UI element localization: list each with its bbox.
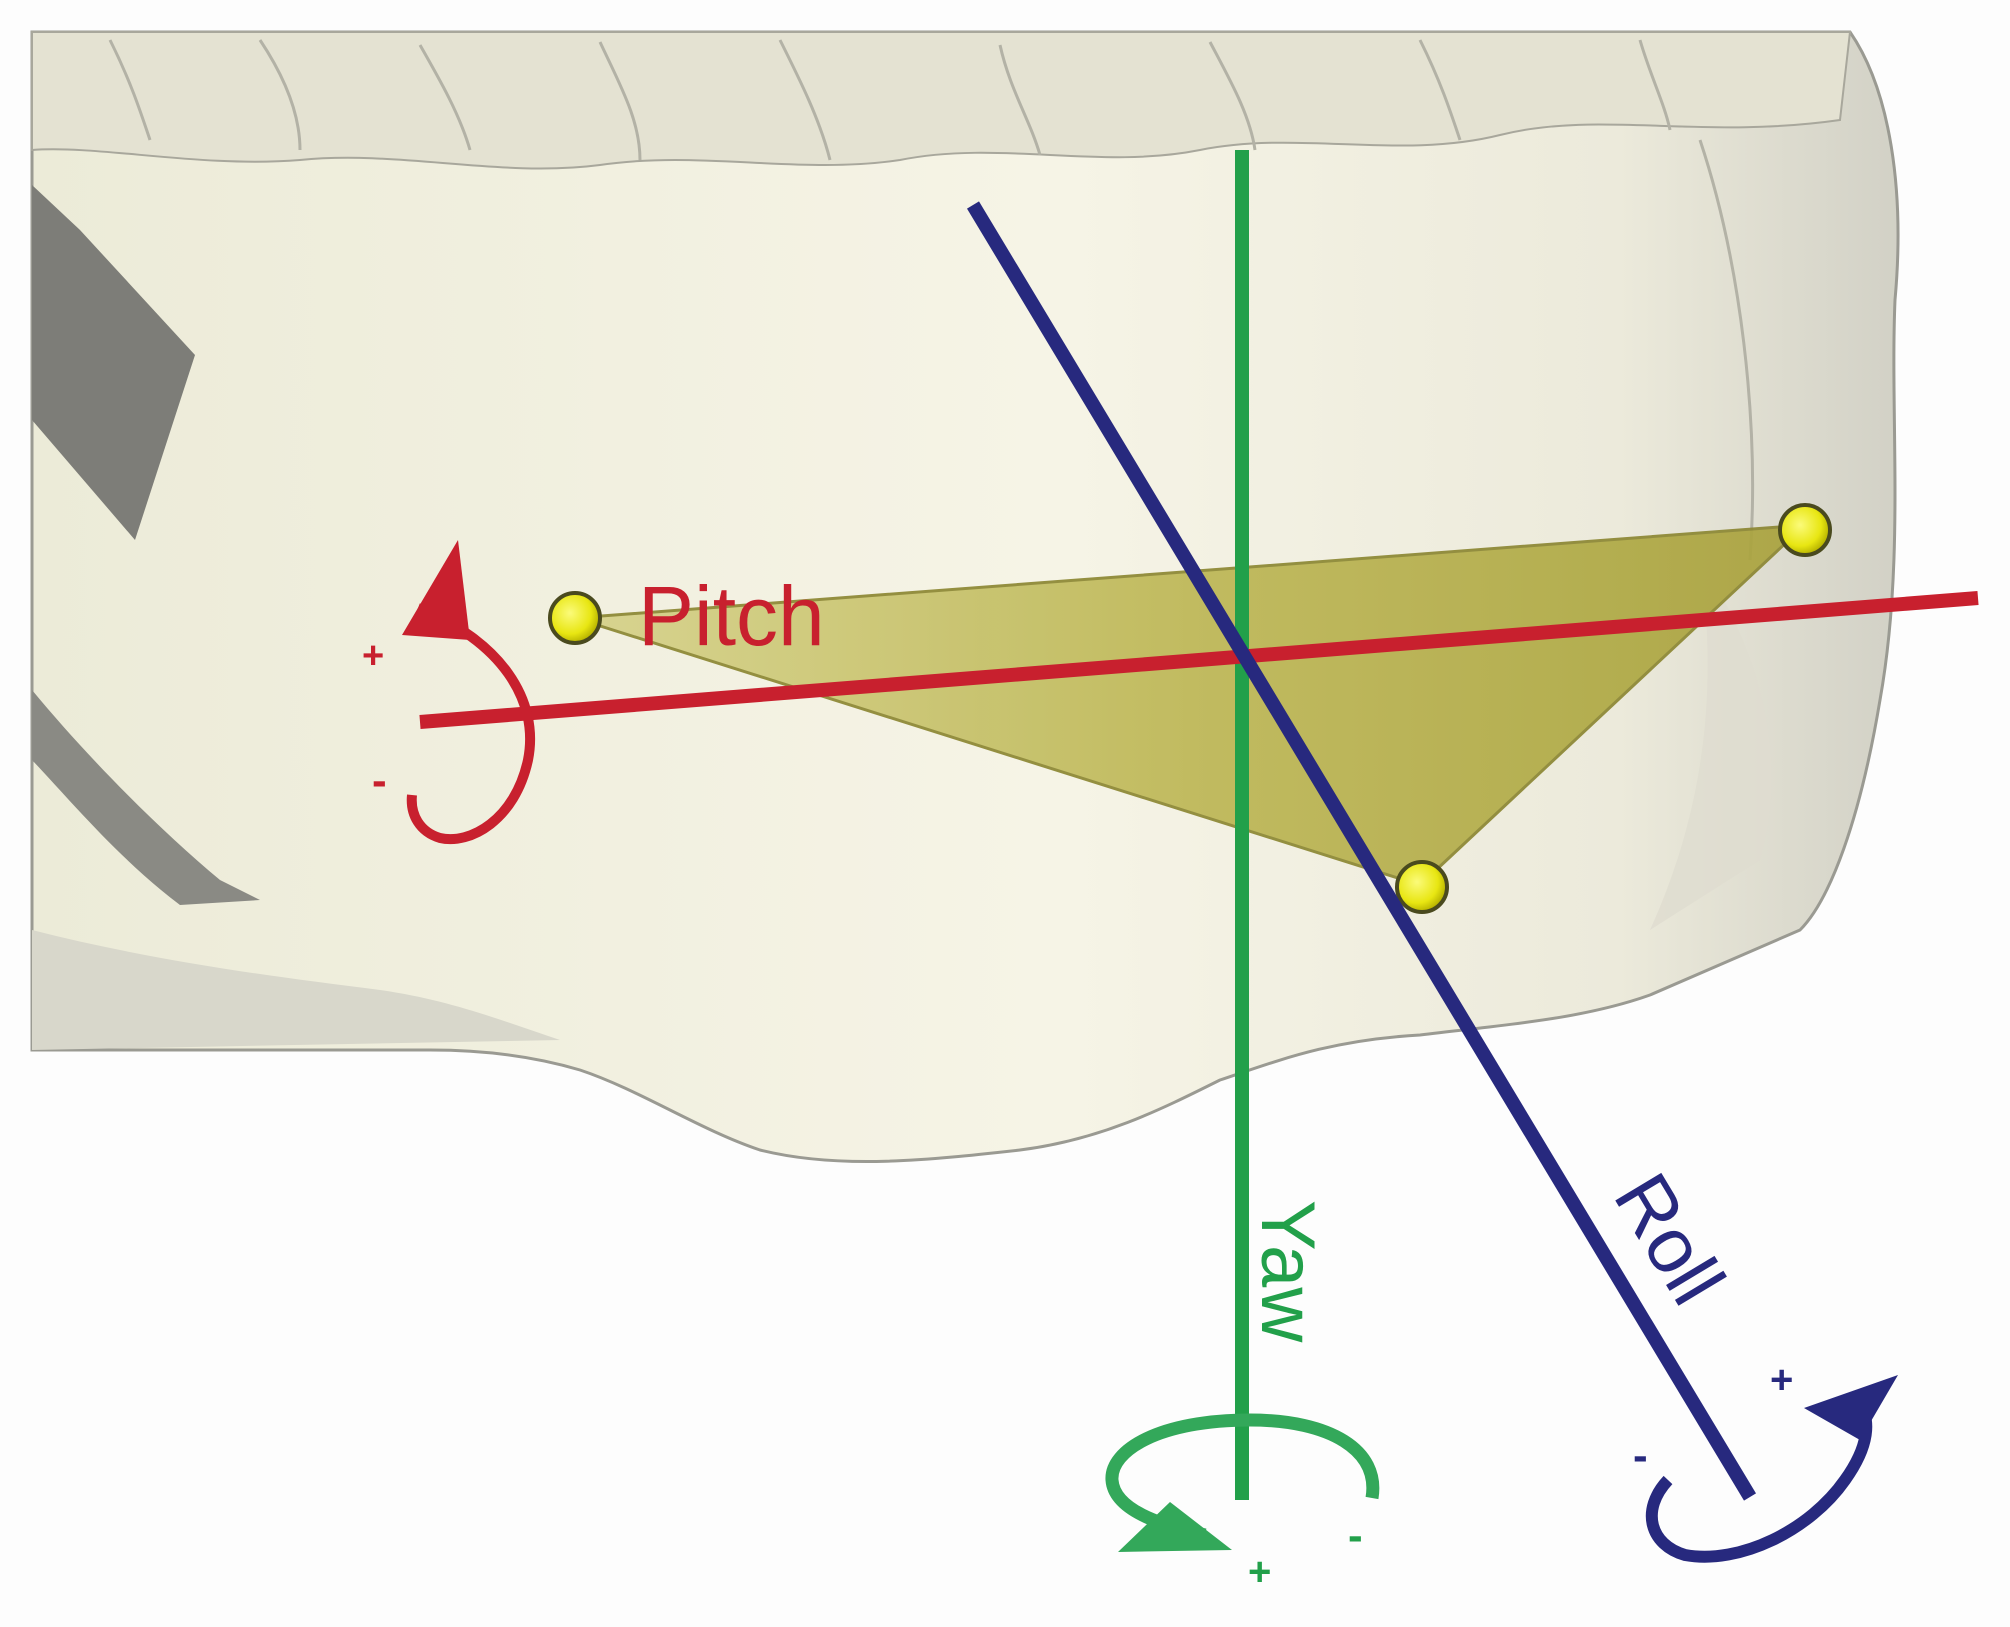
pitch-axis: Pitch + - (362, 540, 1979, 845)
teeth-row (31, 31, 1852, 170)
roll-plus-sign: + (1770, 1358, 1793, 1402)
shadow-fold (32, 930, 560, 1050)
yaw-minus-sign: - (1348, 1511, 1363, 1560)
roll-axis-line (967, 201, 1756, 1501)
roll-rotation-arrow (1645, 1401, 1873, 1563)
roll-axis: Roll + - (967, 201, 1898, 1563)
shadow-upper (32, 185, 195, 540)
yaw-rotation-arrow (1105, 1413, 1380, 1542)
pitch-label: Pitch (638, 569, 825, 663)
yaw-label: Yaw (1245, 1200, 1330, 1343)
pitch-plus-sign: + (362, 635, 384, 677)
yaw-plus-sign: + (1248, 1550, 1271, 1594)
landmark-point-2 (1778, 503, 1832, 557)
pitch-rotation-arrow (406, 603, 536, 845)
landmarks (548, 503, 1832, 914)
pitch-minus-sign: - (372, 756, 387, 805)
pitch-arrow-head (402, 540, 470, 640)
yaw-arrow-head (1118, 1502, 1232, 1552)
pitch-axis-line (419, 591, 1979, 729)
shadow-lower (32, 690, 260, 905)
roll-minus-sign: - (1633, 1431, 1648, 1480)
yaw-axis: Yaw + - (1105, 150, 1380, 1594)
landmark-point-3 (1395, 860, 1449, 914)
roll-arrow-head (1804, 1375, 1898, 1440)
landmark-point-1 (548, 591, 602, 645)
